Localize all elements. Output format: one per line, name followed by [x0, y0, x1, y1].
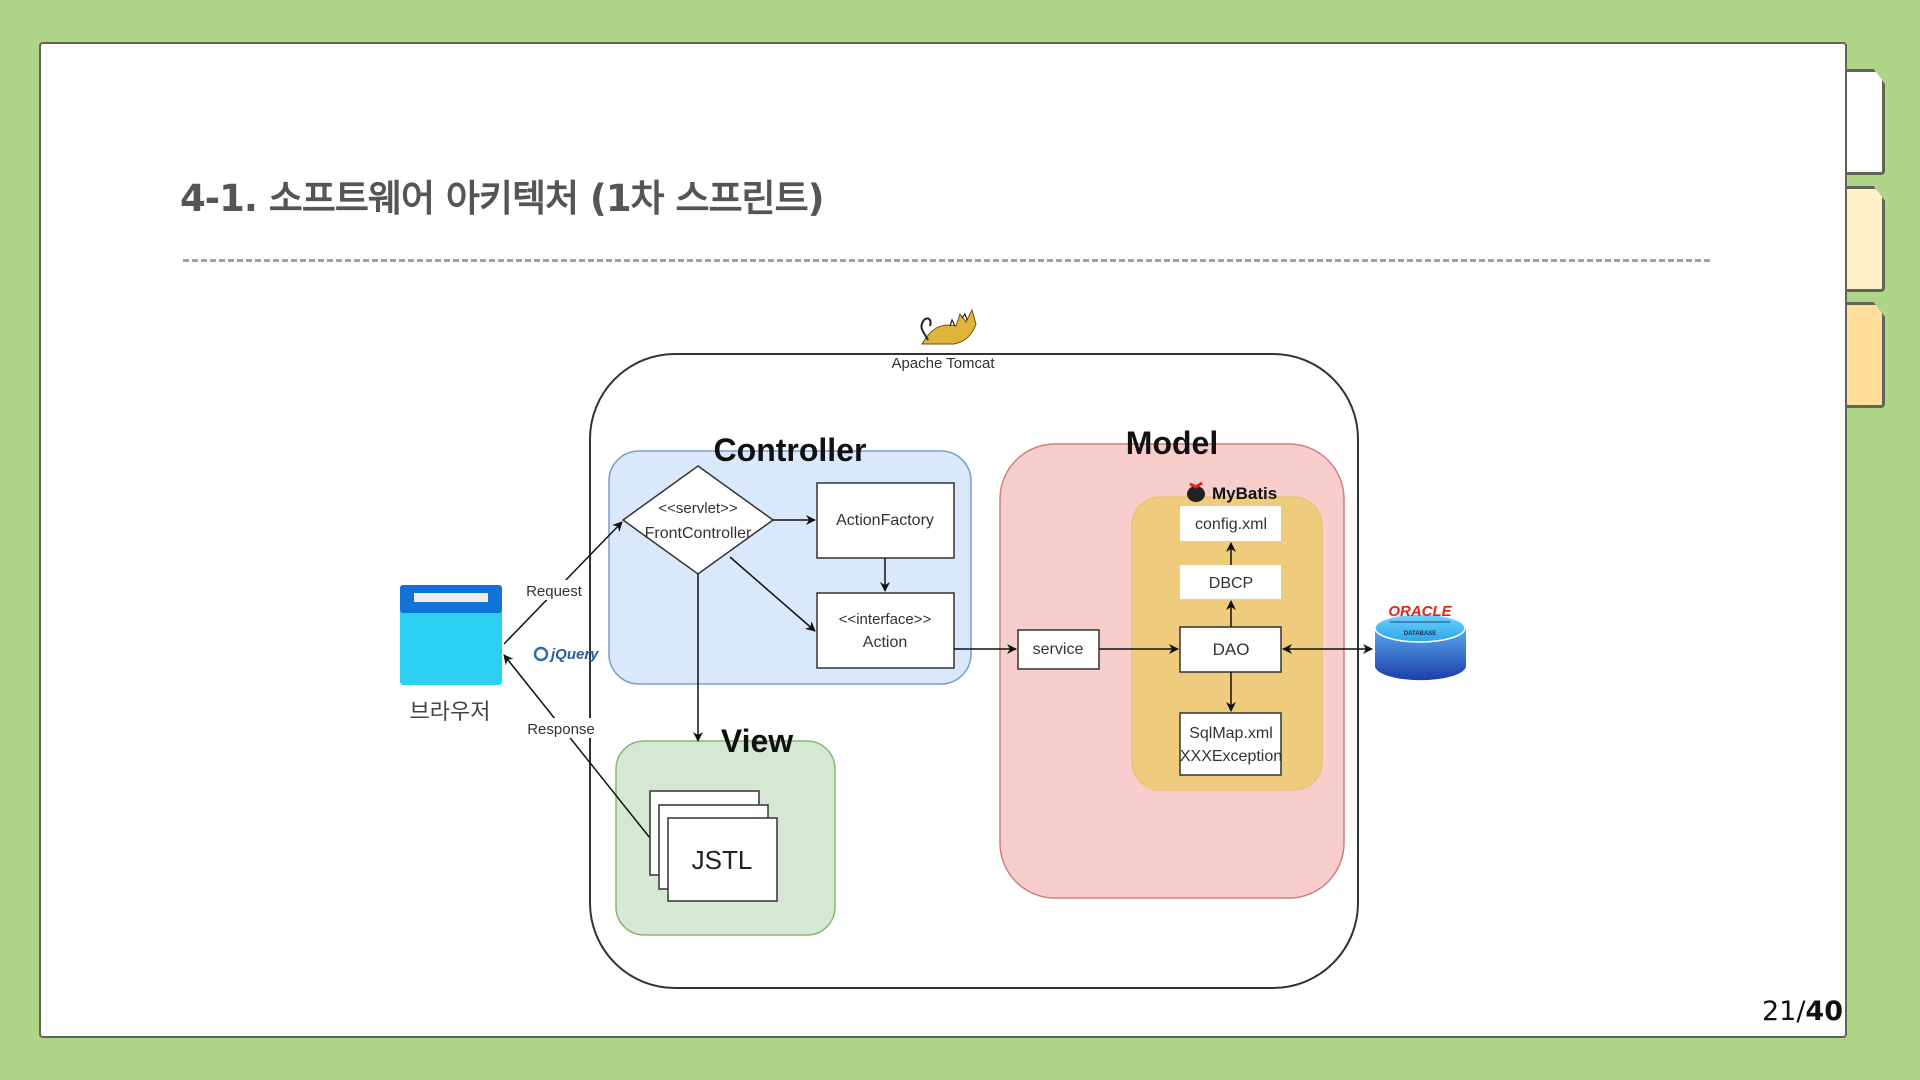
front-controller-stereotype: <<servlet>> — [658, 500, 737, 517]
jstl-pages-node — [649, 790, 778, 902]
page-total: 40 — [1805, 996, 1843, 1027]
dbcp-node — [1180, 565, 1281, 599]
section-tab-2[interactable] — [1847, 186, 1885, 292]
view-title: View — [721, 723, 793, 759]
tomcat-logo-icon — [920, 308, 977, 345]
mybatis-label: MyBatis — [1212, 484, 1277, 503]
front-controller-name: FrontController — [645, 525, 752, 542]
section-tab-1[interactable] — [1847, 69, 1885, 175]
service-label: service — [1033, 641, 1084, 658]
tomcat-label: Apache Tomcat — [891, 355, 995, 372]
dao-node — [1179, 626, 1282, 673]
page-separator: / — [1796, 996, 1806, 1027]
action-factory-node — [816, 482, 955, 559]
config-xml-node — [1180, 506, 1281, 541]
page-current: 21 — [1761, 996, 1797, 1027]
fc-to-action-edge — [729, 556, 816, 632]
mybatis-logo-icon — [1187, 481, 1205, 502]
sqlmap-label-line1: SqlMap.xml — [1189, 725, 1273, 742]
dbcp-label: DBCP — [1209, 575, 1253, 592]
page-title: 4-1. 소프트웨어 아키텍처 (1차 스프린트) — [180, 177, 825, 220]
model-title: Model — [1126, 425, 1218, 461]
action-node — [816, 592, 955, 669]
title-divider — [183, 259, 1710, 262]
sqlmap-label-line2: XXXException — [1180, 748, 1282, 765]
database-label: DATABASE — [1404, 631, 1436, 637]
response-edge — [503, 654, 651, 839]
response-label: Response — [527, 721, 595, 738]
oracle-database-icon — [1374, 613, 1466, 681]
dao-label: DAO — [1213, 640, 1250, 659]
page-number: 21/40 — [1762, 996, 1843, 1027]
oracle-brand-label: ORACLE — [1388, 603, 1452, 620]
request-label: Request — [526, 583, 583, 600]
action-label: Action — [863, 634, 907, 651]
sqlmap-node — [1179, 712, 1282, 776]
section-tab-3[interactable] — [1847, 302, 1885, 408]
browser-label: 브라우저 — [410, 700, 491, 725]
config-xml-label: config.xml — [1195, 516, 1267, 533]
service-node — [1017, 629, 1100, 670]
action-factory-label: ActionFactory — [836, 512, 934, 529]
jquery-logo-icon — [533, 646, 549, 662]
action-stereotype: <<interface>> — [839, 611, 932, 628]
jquery-label: jQuery — [549, 646, 599, 663]
jstl-label: JSTL — [692, 845, 753, 875]
browser-window-icon — [400, 585, 502, 685]
controller-title: Controller — [714, 432, 867, 468]
